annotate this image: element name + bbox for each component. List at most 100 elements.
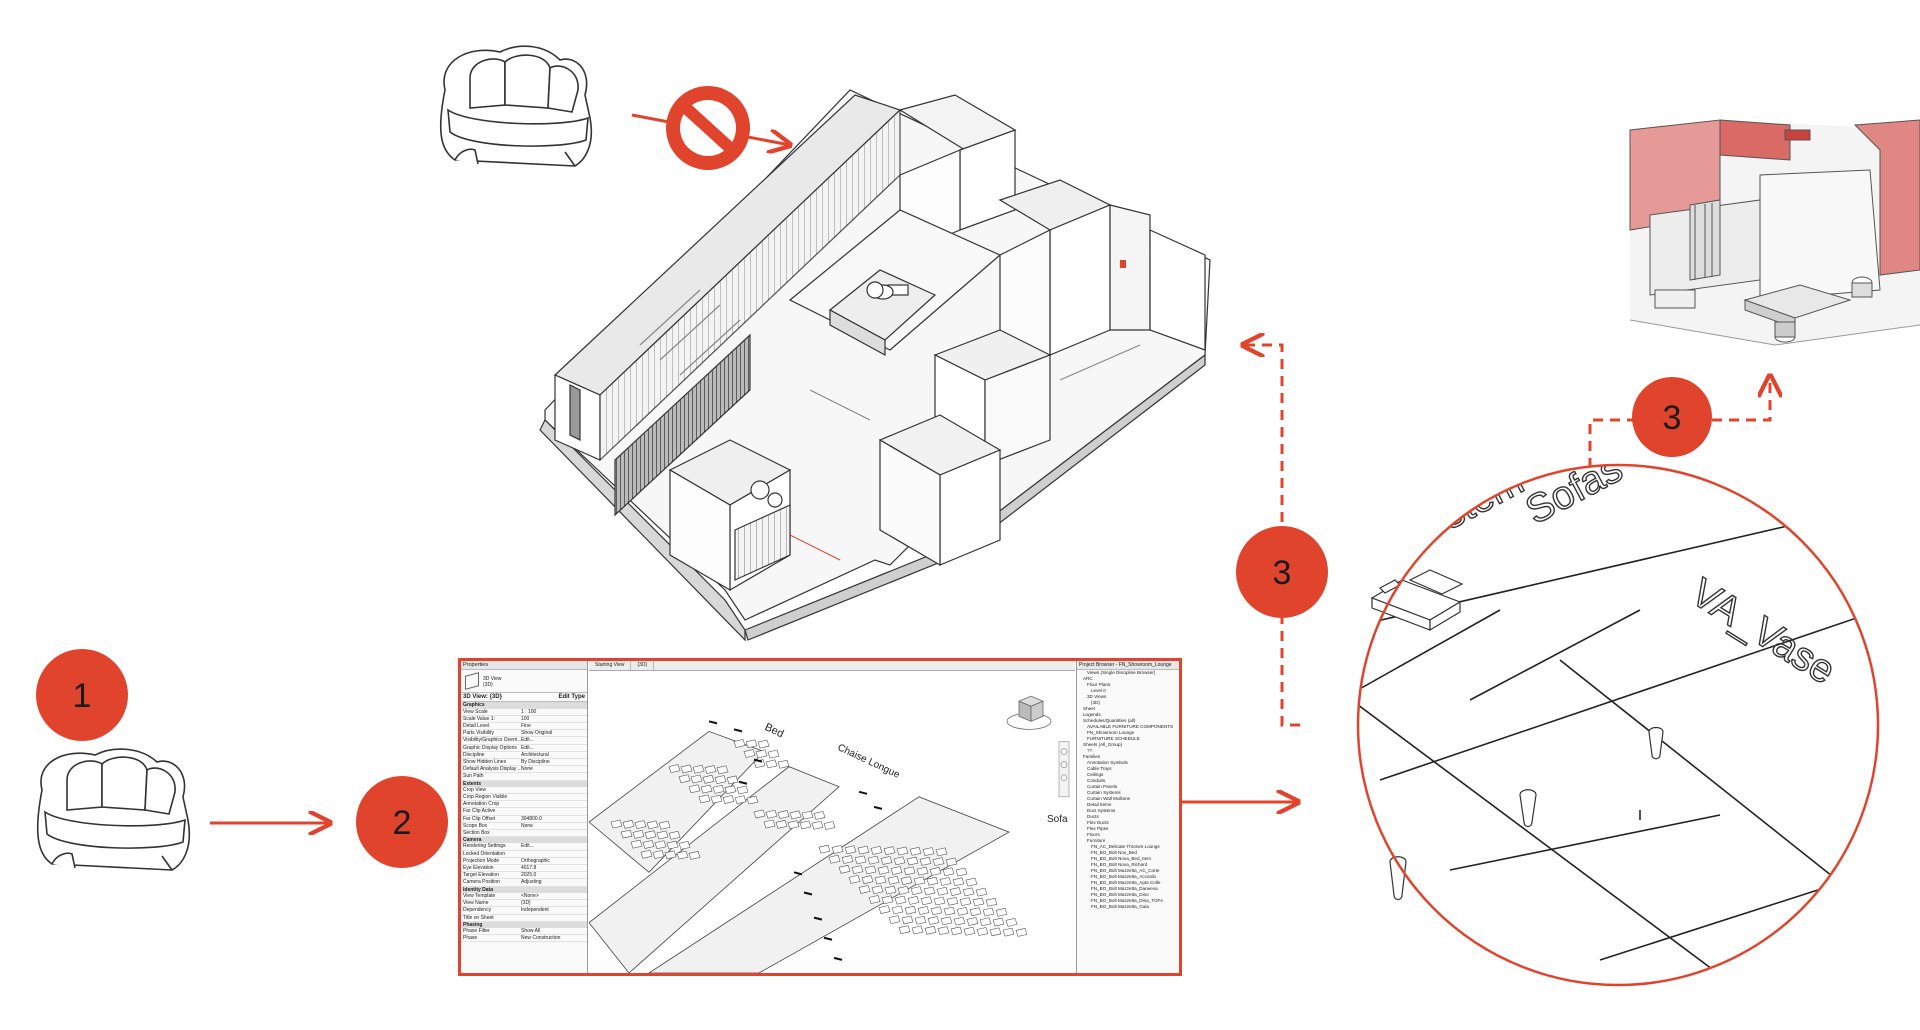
browser-item[interactable]: Furniture [1087,838,1106,843]
browser-item[interactable]: Duct Systems [1087,808,1116,813]
property-value[interactable] [521,830,585,836]
browser-item[interactable]: FN_BO_Bolt Mazzetta_Gaia [1091,904,1149,909]
property-value[interactable]: 100 [521,715,530,722]
browser-item[interactable]: Ceilings [1087,772,1104,777]
browser-item[interactable]: FN_AC_Delicate Thrones Lounge [1091,844,1160,849]
type-selector[interactable]: 3D View (3D) [461,670,587,694]
property-row[interactable]: Section Box [461,830,587,838]
property-row[interactable]: Far Clip Active [461,808,587,816]
browser-item[interactable]: Legends [1083,712,1101,717]
property-row[interactable]: Annotation Crop [461,801,587,809]
browser-item[interactable]: FN_BO_Bolt Mazzetta_Accordo [1091,874,1157,879]
browser-item[interactable]: Families [1083,754,1101,759]
browser-item[interactable]: FN_BO_Bolt Nova_Bed_Item [1091,856,1152,861]
property-value[interactable]: None [521,822,533,829]
property-value[interactable]: 2025.0 [521,872,537,879]
3d-view-canvas[interactable]: Bed Chaise Longue Sofa [588,671,1075,973]
browser-item[interactable]: AVAILABLE FURNITURE COMPONENTS [1087,724,1174,729]
browser-item[interactable]: Cable Trays [1087,766,1112,771]
property-row[interactable]: Crop Region Visible [461,794,587,802]
browser-item[interactable]: FN_BO_Bolt Mazzetta_Daneeva [1091,886,1158,891]
browser-item[interactable]: FN_BO_Bolt Nova_Richard [1091,862,1148,867]
property-row[interactable]: View Name{3D} [461,900,587,908]
browser-item[interactable]: Sheets (All_Group) [1083,742,1123,747]
edit-type-button[interactable]: Edit Type [558,694,585,701]
property-value[interactable]: Fine [521,723,531,730]
property-row[interactable]: Locked Orientation [461,851,587,858]
property-value[interactable]: Independent [521,907,549,914]
browser-item[interactable]: ARC [1083,676,1093,681]
browser-item[interactable]: FURNITURE SCHEDULE [1087,736,1140,741]
property-row[interactable]: Title on Sheet [461,915,587,922]
instance-selector[interactable]: 3D View: {3D} Edit Type [461,693,587,703]
browser-item[interactable]: Curtain Wall Mullions [1087,796,1130,801]
property-row[interactable]: Crop View [461,787,587,795]
property-value[interactable]: 1 : 100 [521,708,537,715]
browser-item[interactable]: FN_BO_Bolt Mazzetta_Apta Colle [1091,880,1161,885]
browser-item[interactable]: Flex Pipes [1087,826,1109,831]
property-value[interactable]: New Construction [521,935,561,942]
property-value[interactable]: Architectural [521,751,549,758]
property-value[interactable]: None [521,766,533,773]
browser-item[interactable]: Views (Single Discipline Browser) [1087,670,1156,675]
property-value[interactable]: 304800.0 [521,815,542,822]
property-value[interactable]: By Discipline [521,759,550,766]
browser-item[interactable]: Flex Ducts [1087,820,1109,825]
browser-item[interactable]: Annotation Symbols [1087,760,1128,765]
property-value[interactable] [521,808,585,814]
navigation-bar[interactable] [1058,741,1070,798]
view-cube[interactable] [1006,695,1052,730]
property-value[interactable] [521,915,585,921]
browser-item[interactable]: Floor Plans [1087,682,1111,687]
property-value[interactable]: Orthographic [521,857,550,864]
browser-item[interactable]: Level 0 [1091,688,1106,693]
tab-3d[interactable]: {3D} [631,661,655,670]
browser-item[interactable]: 3D Views [1087,694,1107,699]
property-row[interactable]: Sun Path [461,773,587,781]
browser-item[interactable]: FN_BO_Bolt Mazzetta_Dino [1091,892,1149,897]
browser-item[interactable]: Conduits [1087,778,1106,783]
property-value[interactable]: 4017.8 [521,865,537,872]
property-row[interactable]: View Template<None> [461,892,587,901]
property-value[interactable] [521,801,585,807]
property-value[interactable] [521,773,585,779]
property-value[interactable]: <None> [521,892,539,899]
property-value[interactable] [521,794,585,800]
browser-item[interactable]: Ducts [1087,814,1099,819]
browser-item[interactable]: Curtain Panels [1087,784,1118,789]
property-row[interactable]: Visibility/Graphics Overri...Edit... [461,737,587,745]
tab-starting-view[interactable]: Starting View [589,661,632,670]
browser-item[interactable]: FN_Showroom Lounge [1087,730,1135,735]
property-value[interactable]: Show Original [521,730,553,737]
browser-item[interactable]: Detail Items [1087,802,1112,807]
browser-item[interactable]: Schedules/Quantities (all) [1083,718,1136,723]
browser-item[interactable]: {3D} [1091,700,1100,705]
browser-item[interactable]: FN_BO_Bolt Mazzetta_AC_Corte [1091,868,1160,873]
property-value[interactable]: Show All [521,927,541,934]
browser-item[interactable]: Sheet [1083,706,1096,711]
property-value[interactable] [521,787,585,793]
property-value[interactable]: Adjusting [521,879,542,886]
property-value[interactable]: Edit... [521,744,534,751]
property-value[interactable]: {3D} [521,900,531,907]
property-value[interactable]: Edit... [521,843,534,850]
browser-item[interactable]: Curtain Systems [1087,790,1121,795]
property-value[interactable]: Edit... [521,737,534,744]
property-row[interactable]: Default Analysis Display ...None [461,766,587,774]
